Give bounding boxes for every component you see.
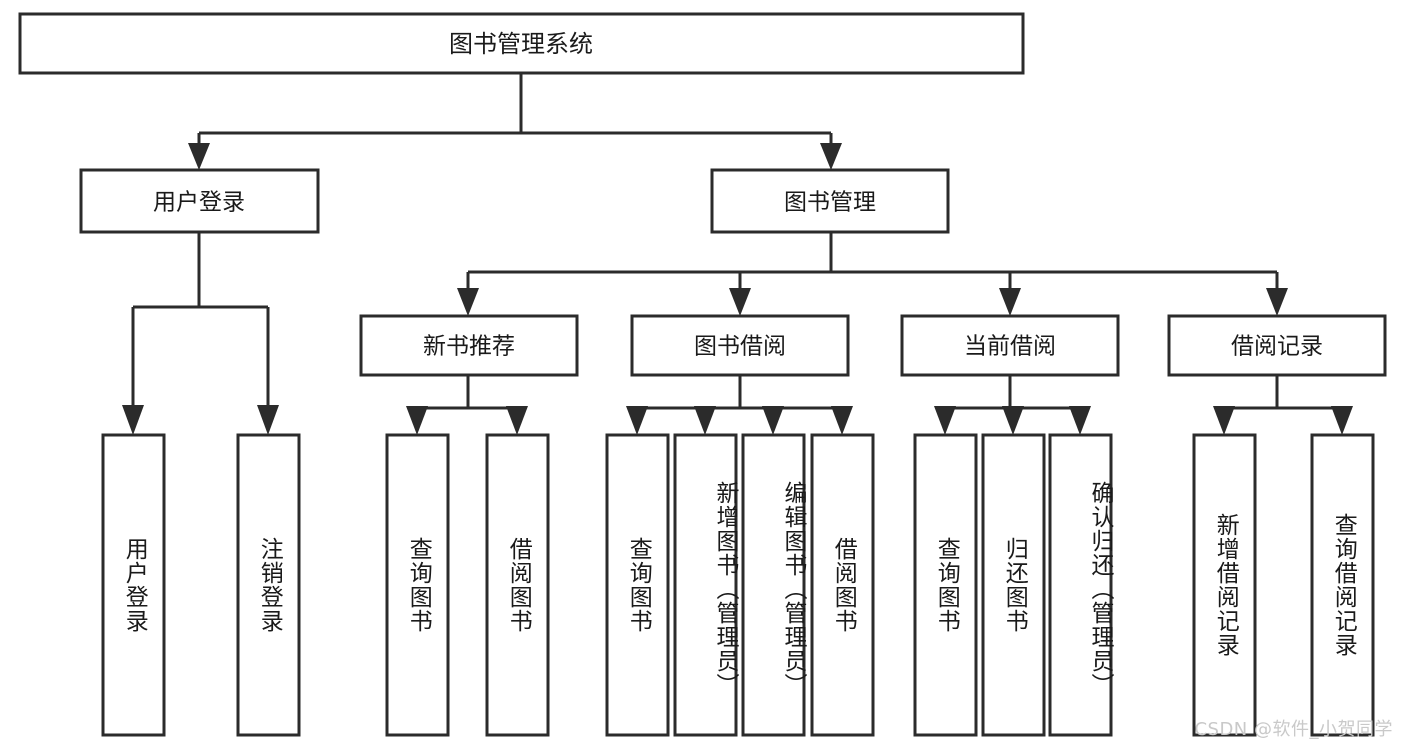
arrowhead-currentborrow-leaf3 xyxy=(1069,406,1091,435)
arrowhead-book-borrow xyxy=(729,288,751,316)
leaf-box-currentborrow-return[interactable] xyxy=(981,433,1046,737)
arrowheads-layer xyxy=(122,143,1353,435)
arrowhead-user-login xyxy=(188,143,210,170)
node-current-borrow-box[interactable] xyxy=(900,314,1120,377)
node-book-manage-box[interactable] xyxy=(710,168,950,234)
nodes-layer: 图书管理系统 用户登录 图书管理 新书推荐 图书借阅 xyxy=(18,12,1387,737)
node-user-login-label: 用户登录 xyxy=(153,190,245,216)
node-new-book-recommend[interactable]: 新书推荐 xyxy=(359,314,579,377)
node-root-box[interactable] xyxy=(18,12,1025,75)
arrowhead-bookborrow-leaf2 xyxy=(694,406,716,435)
leaf-box-bookborrow-query[interactable] xyxy=(605,433,670,737)
leaf-box-currentborrow-confirm[interactable] xyxy=(1048,433,1113,737)
leaf-box-logout[interactable] xyxy=(236,433,301,737)
node-book-borrow-box[interactable] xyxy=(630,314,850,377)
node-book-manage[interactable]: 图书管理 xyxy=(710,168,950,234)
leaf-box-bookborrow-edit[interactable] xyxy=(741,433,806,737)
arrowhead-current-borrow xyxy=(999,288,1021,316)
node-root-system[interactable]: 图书管理系统 xyxy=(18,12,1025,75)
arrowhead-bookborrow-leaf3 xyxy=(762,406,784,435)
node-root-label: 图书管理系统 xyxy=(449,30,593,58)
arrowhead-newbook-leaf1 xyxy=(406,406,428,435)
leaf-box-user-login[interactable] xyxy=(101,433,166,737)
leaf-box-record-add[interactable] xyxy=(1192,433,1257,737)
leaf-box-record-query[interactable] xyxy=(1310,433,1375,737)
leaf-box-newbook-query[interactable] xyxy=(385,433,450,737)
leaf-box-newbook-borrow[interactable] xyxy=(485,433,550,737)
leaf-box-currentborrow-query[interactable] xyxy=(913,433,978,737)
csdn-watermark: CSDN @软件_小贺同学 xyxy=(1194,719,1393,740)
node-user-login[interactable]: 用户登录 xyxy=(79,168,320,234)
node-book-borrow[interactable]: 图书借阅 xyxy=(630,314,850,377)
arrowhead-currentborrow-leaf2 xyxy=(1002,406,1024,435)
node-new-book-recommend-label: 新书推荐 xyxy=(423,334,515,360)
node-user-login-box[interactable] xyxy=(79,168,320,234)
node-borrow-record-box[interactable] xyxy=(1167,314,1387,377)
arrowhead-borrowrecord-leaf1 xyxy=(1213,406,1235,435)
node-borrow-record-label: 借阅记录 xyxy=(1231,334,1323,360)
arrowhead-bookborrow-leaf4 xyxy=(831,406,853,435)
arrowhead-currentborrow-leaf1 xyxy=(934,406,956,435)
leaf-box-bookborrow-lend[interactable] xyxy=(810,433,875,737)
arrowhead-borrowrecord-leaf2 xyxy=(1331,406,1353,435)
node-current-borrow-label: 当前借阅 xyxy=(964,334,1056,360)
node-new-book-recommend-box[interactable] xyxy=(359,314,579,377)
node-book-manage-label: 图书管理 xyxy=(784,190,876,216)
arrowhead-bookborrow-leaf1 xyxy=(626,406,648,435)
arrowhead-leaf-logout xyxy=(257,405,279,435)
arrowhead-leaf-user-login xyxy=(122,405,144,435)
leaf-box-bookborrow-add[interactable] xyxy=(673,433,738,737)
node-borrow-record[interactable]: 借阅记录 xyxy=(1167,314,1387,377)
arrowhead-book-manage xyxy=(820,143,842,170)
arrowhead-new-book xyxy=(457,288,479,316)
node-book-borrow-label: 图书借阅 xyxy=(694,334,786,360)
arrowhead-newbook-leaf2 xyxy=(506,406,528,435)
arrowhead-borrow-record xyxy=(1266,288,1288,316)
node-current-borrow[interactable]: 当前借阅 xyxy=(900,314,1120,377)
